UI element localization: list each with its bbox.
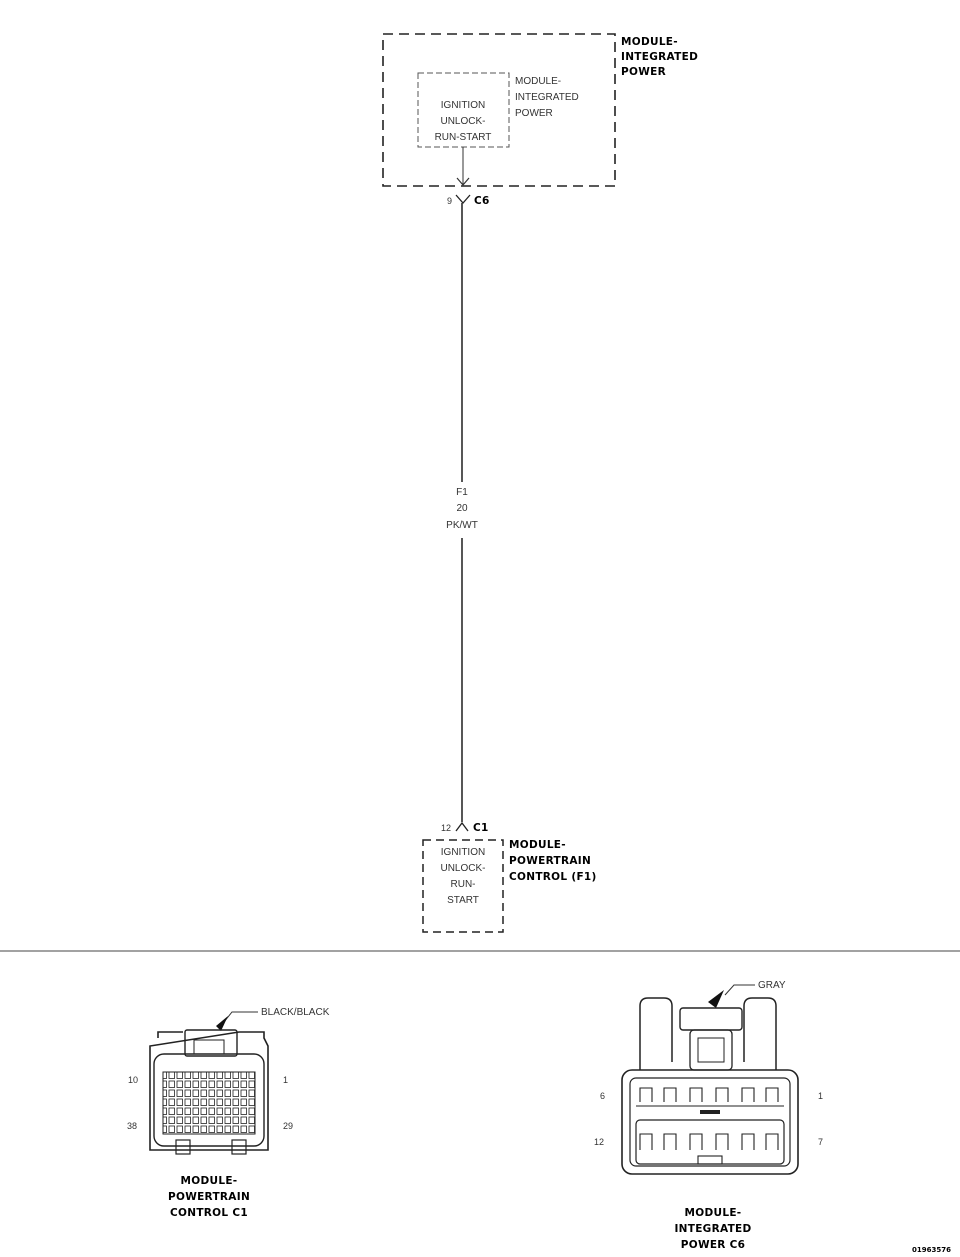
connector-c1-fork-icon bbox=[455, 821, 469, 832]
c1-face bbox=[153, 1053, 265, 1147]
wire-f1: F1 20 PK/WT bbox=[446, 203, 478, 822]
gray-callout-leader bbox=[724, 984, 755, 996]
figure-id: 01963576 bbox=[912, 1246, 951, 1254]
c6-caption-line-3: POWER C6 bbox=[681, 1239, 746, 1251]
arrow-down-icon bbox=[456, 177, 470, 186]
top-inner-name-line-3: POWER bbox=[515, 108, 553, 119]
c6-body bbox=[621, 1069, 799, 1175]
top-module-name-line-2: INTEGRATED bbox=[621, 51, 698, 63]
powertrain-control-module: 12 C1 IGNITION UNLOCK- RUN- START MODULE… bbox=[422, 821, 597, 933]
c6-pin-number: 9 bbox=[447, 196, 452, 206]
black-callout-leader bbox=[223, 1011, 258, 1023]
c1-foot-left bbox=[175, 1139, 191, 1155]
bottom-box-line-3: RUN- bbox=[451, 879, 476, 890]
c6-connector-label: C6 bbox=[474, 195, 490, 207]
c6-key bbox=[700, 1110, 720, 1114]
connector-c6-symbol: 9 C6 bbox=[447, 194, 490, 207]
c1-pin-number: 12 bbox=[441, 823, 451, 833]
integrated-power-outer-box bbox=[382, 33, 616, 187]
c6-caption-line-1: MODULE- bbox=[685, 1207, 742, 1219]
c6-bottom-row bbox=[639, 1133, 779, 1150]
integrated-power-module: IGNITION UNLOCK- RUN-START MODULE- INTEG… bbox=[382, 33, 698, 187]
top-module-name-line-3: POWER bbox=[621, 66, 666, 78]
top-inner-box-line-1: IGNITION bbox=[441, 100, 485, 111]
c1-connector-label: C1 bbox=[473, 822, 489, 834]
c1-latch bbox=[184, 1029, 238, 1057]
c1-caption-line-1: MODULE- bbox=[181, 1175, 238, 1187]
c1-pin-cavities bbox=[162, 1071, 256, 1135]
c6-pin-bottom-left: 12 bbox=[594, 1137, 604, 1147]
c6-pin-top-right: 1 bbox=[818, 1091, 823, 1101]
c1-pin-bottom-right: 29 bbox=[283, 1121, 293, 1131]
bottom-module-name-line-3: CONTROL (F1) bbox=[509, 871, 597, 883]
c1-caption-line-2: POWERTRAIN bbox=[168, 1191, 250, 1203]
top-inner-box-line-3: RUN-START bbox=[435, 132, 492, 143]
connector-c6-drawing: GRAY 6 1 bbox=[594, 980, 823, 1251]
c6-pin-top-left: 6 bbox=[600, 1091, 605, 1101]
c1-pin-top-left: 10 bbox=[128, 1075, 138, 1085]
c6-latch-stem bbox=[689, 1029, 733, 1071]
bottom-box-line-2: UNLOCK- bbox=[440, 863, 485, 874]
connector-fork-icon bbox=[455, 194, 471, 204]
wire-circuit-label: F1 bbox=[456, 487, 468, 498]
bottom-box-line-1: IGNITION bbox=[441, 847, 485, 858]
c6-top-row bbox=[636, 1087, 784, 1107]
c6-latch-window bbox=[697, 1037, 725, 1063]
powertrain-box bbox=[422, 839, 504, 933]
c6-latch bbox=[679, 1007, 743, 1031]
c6-face bbox=[629, 1077, 791, 1167]
c1-foot-right bbox=[231, 1139, 247, 1155]
c1-latch-inner bbox=[193, 1039, 225, 1055]
top-inner-name-line-2: INTEGRATED bbox=[515, 92, 579, 103]
c6-color-label: GRAY bbox=[758, 980, 786, 991]
c6-bottom-tab bbox=[697, 1155, 723, 1165]
callout-arrow-icon bbox=[216, 1016, 228, 1031]
top-inner-name-line-1: MODULE- bbox=[515, 76, 561, 87]
top-module-name-line-1: MODULE- bbox=[621, 36, 678, 48]
wire-color-label: PK/WT bbox=[446, 520, 478, 531]
c1-caption-line-3: CONTROL C1 bbox=[170, 1207, 248, 1219]
bottom-module-name-line-2: POWERTRAIN bbox=[509, 855, 591, 867]
c6-caption-line-2: INTEGRATED bbox=[674, 1223, 751, 1235]
c6-bottom-row-frame bbox=[635, 1119, 785, 1165]
c1-color-label: BLACK/BLACK bbox=[261, 1007, 330, 1018]
callout-arrow-icon bbox=[708, 990, 724, 1008]
c6-pin-bottom-right: 7 bbox=[818, 1137, 823, 1147]
wire-gauge-label: 20 bbox=[456, 503, 468, 514]
top-inner-box-line-2: UNLOCK- bbox=[440, 116, 485, 127]
bottom-box-line-4: START bbox=[447, 895, 479, 906]
c1-pin-bottom-left: 38 bbox=[127, 1121, 137, 1131]
c6-upper-body bbox=[639, 997, 777, 1070]
bottom-module-name-line-1: MODULE- bbox=[509, 839, 566, 851]
c1-body-outline bbox=[149, 1031, 269, 1151]
connector-c1-drawing: BLACK/BLACK 10 1 38 29 MODULE- POWERTRAI… bbox=[127, 1007, 330, 1219]
c1-pin-top-right: 1 bbox=[283, 1075, 288, 1085]
